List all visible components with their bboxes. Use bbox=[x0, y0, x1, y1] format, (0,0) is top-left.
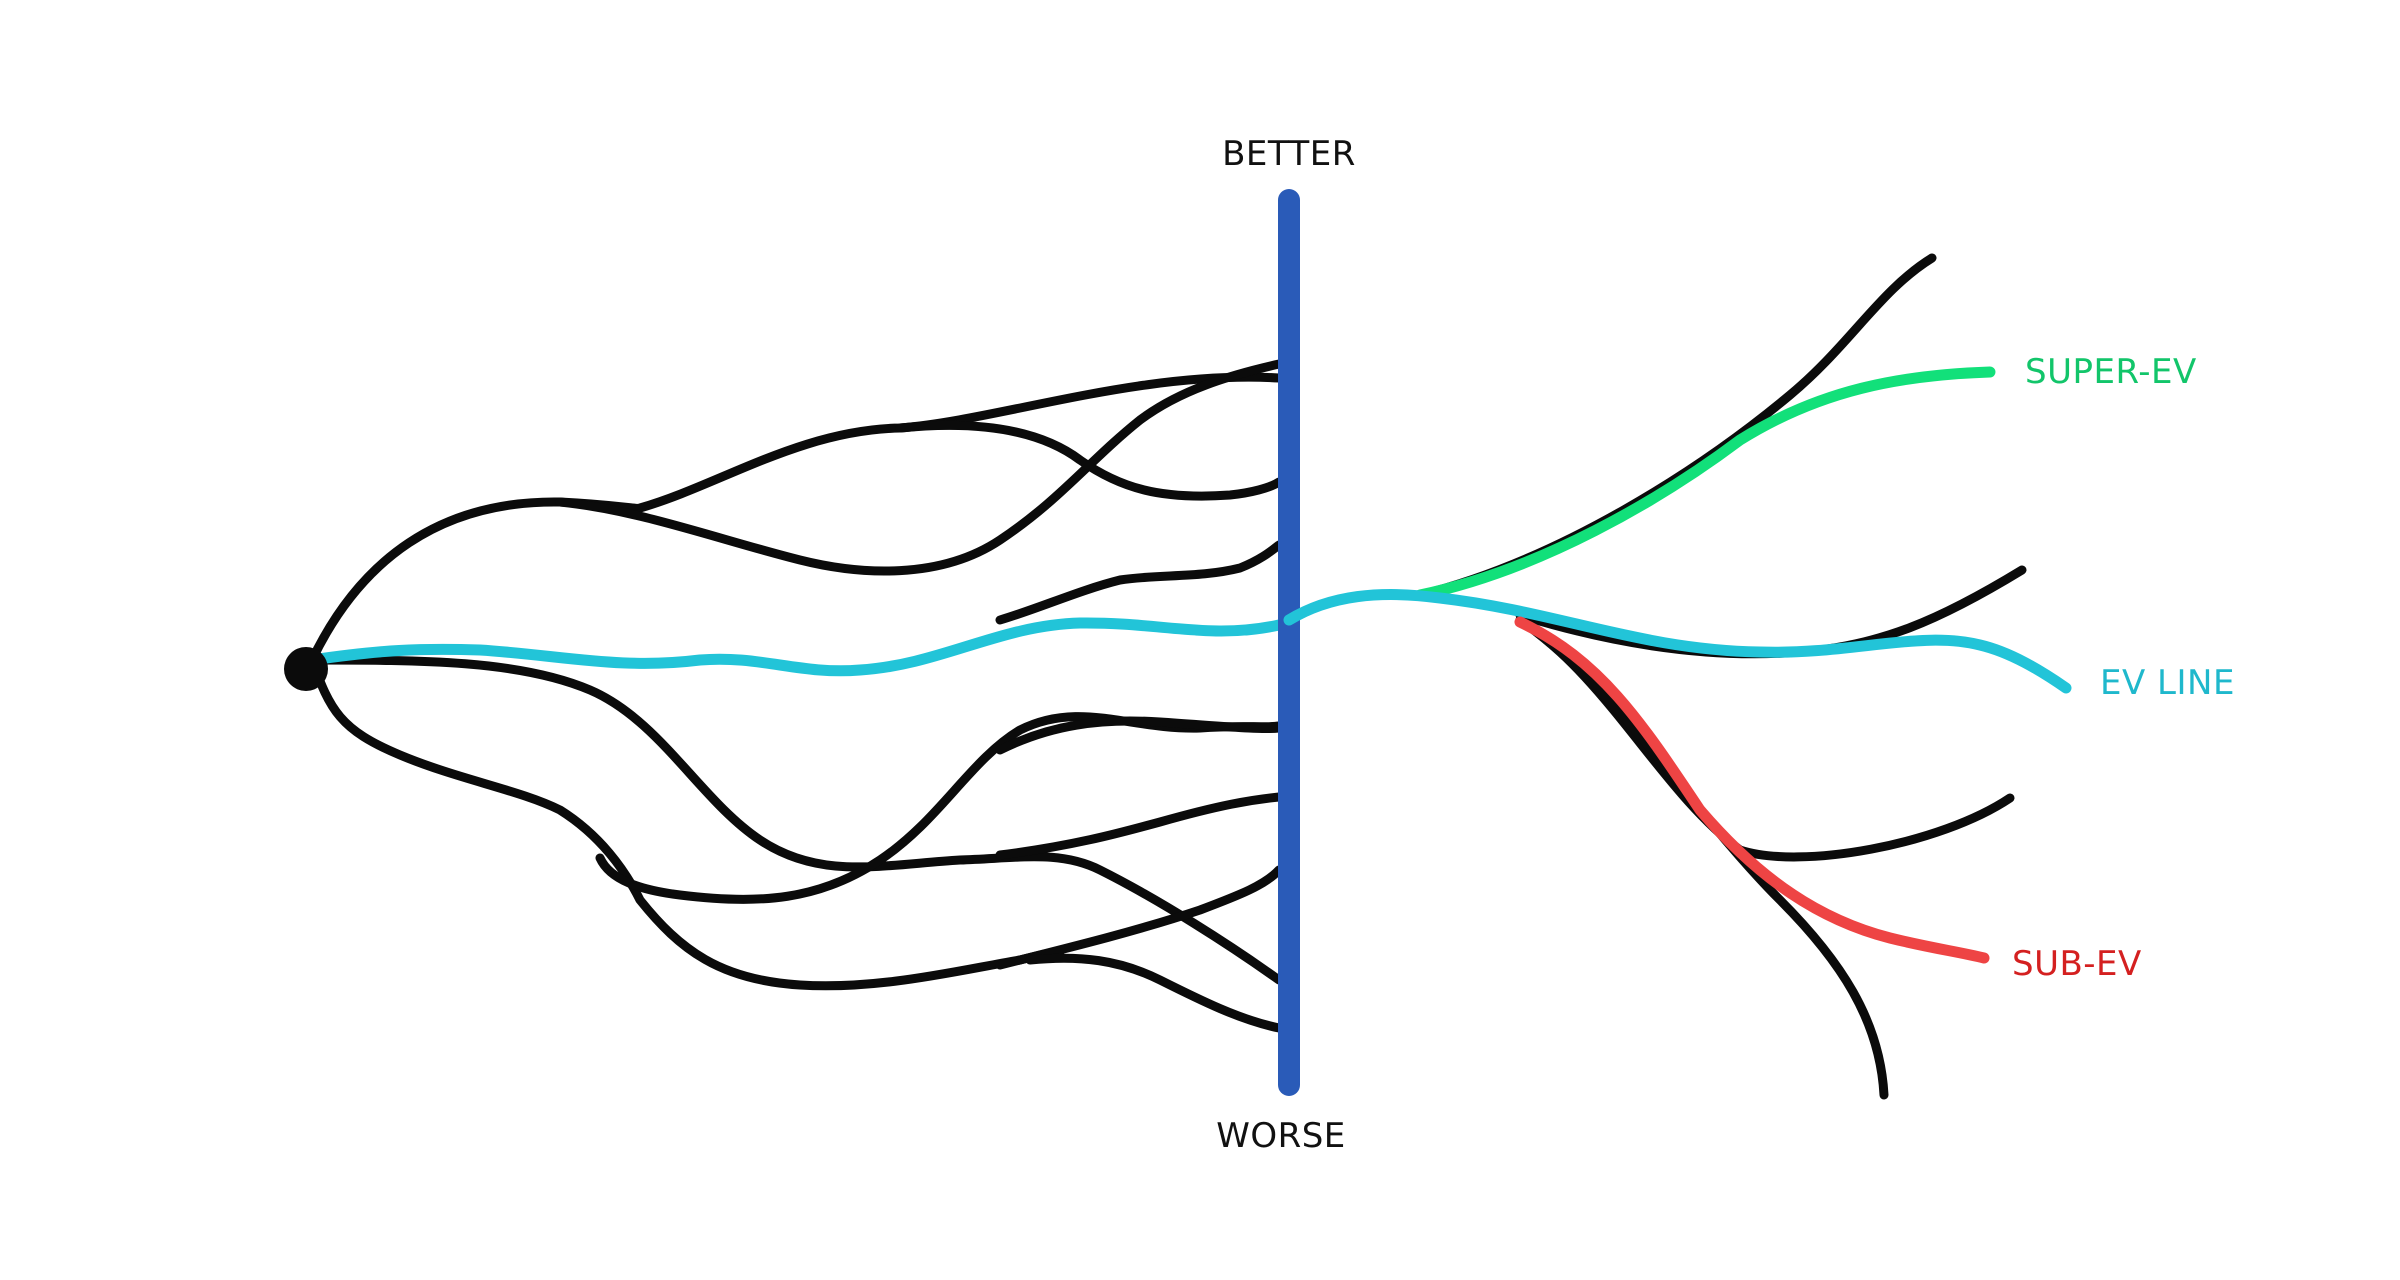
sub-ev-label: SUB-EV bbox=[2012, 944, 2142, 984]
outcome-path bbox=[895, 420, 1284, 501]
future-path bbox=[1515, 615, 1889, 1100]
ev-line-past bbox=[306, 617, 1285, 677]
super-ev-label: SUPER-EV bbox=[2025, 352, 2197, 392]
outcome-path bbox=[995, 540, 1284, 625]
outcome-path bbox=[307, 372, 1284, 665]
outcome-path bbox=[555, 359, 1284, 576]
super-ev-line bbox=[1414, 366, 1996, 601]
outcome-path bbox=[595, 712, 1284, 904]
ev-line-future bbox=[1283, 589, 2072, 694]
outcome-path bbox=[1025, 953, 1284, 1033]
future-path bbox=[1415, 253, 1937, 600]
outcome-path bbox=[995, 792, 1284, 860]
future-outcome-paths bbox=[1415, 253, 2027, 1100]
past-outcome-paths bbox=[307, 359, 1284, 1033]
sub-ev-line bbox=[1514, 616, 1990, 964]
outcome-path bbox=[307, 655, 1284, 985]
origin-point bbox=[284, 647, 328, 691]
outcome-path bbox=[995, 716, 1284, 755]
ev-line-label: EV LINE bbox=[2100, 663, 2235, 703]
better-label: BETTER bbox=[1222, 134, 1356, 174]
outcome-path bbox=[995, 865, 1284, 970]
outcome-path bbox=[307, 655, 1065, 991]
worse-label: WORSE bbox=[1216, 1116, 1346, 1156]
